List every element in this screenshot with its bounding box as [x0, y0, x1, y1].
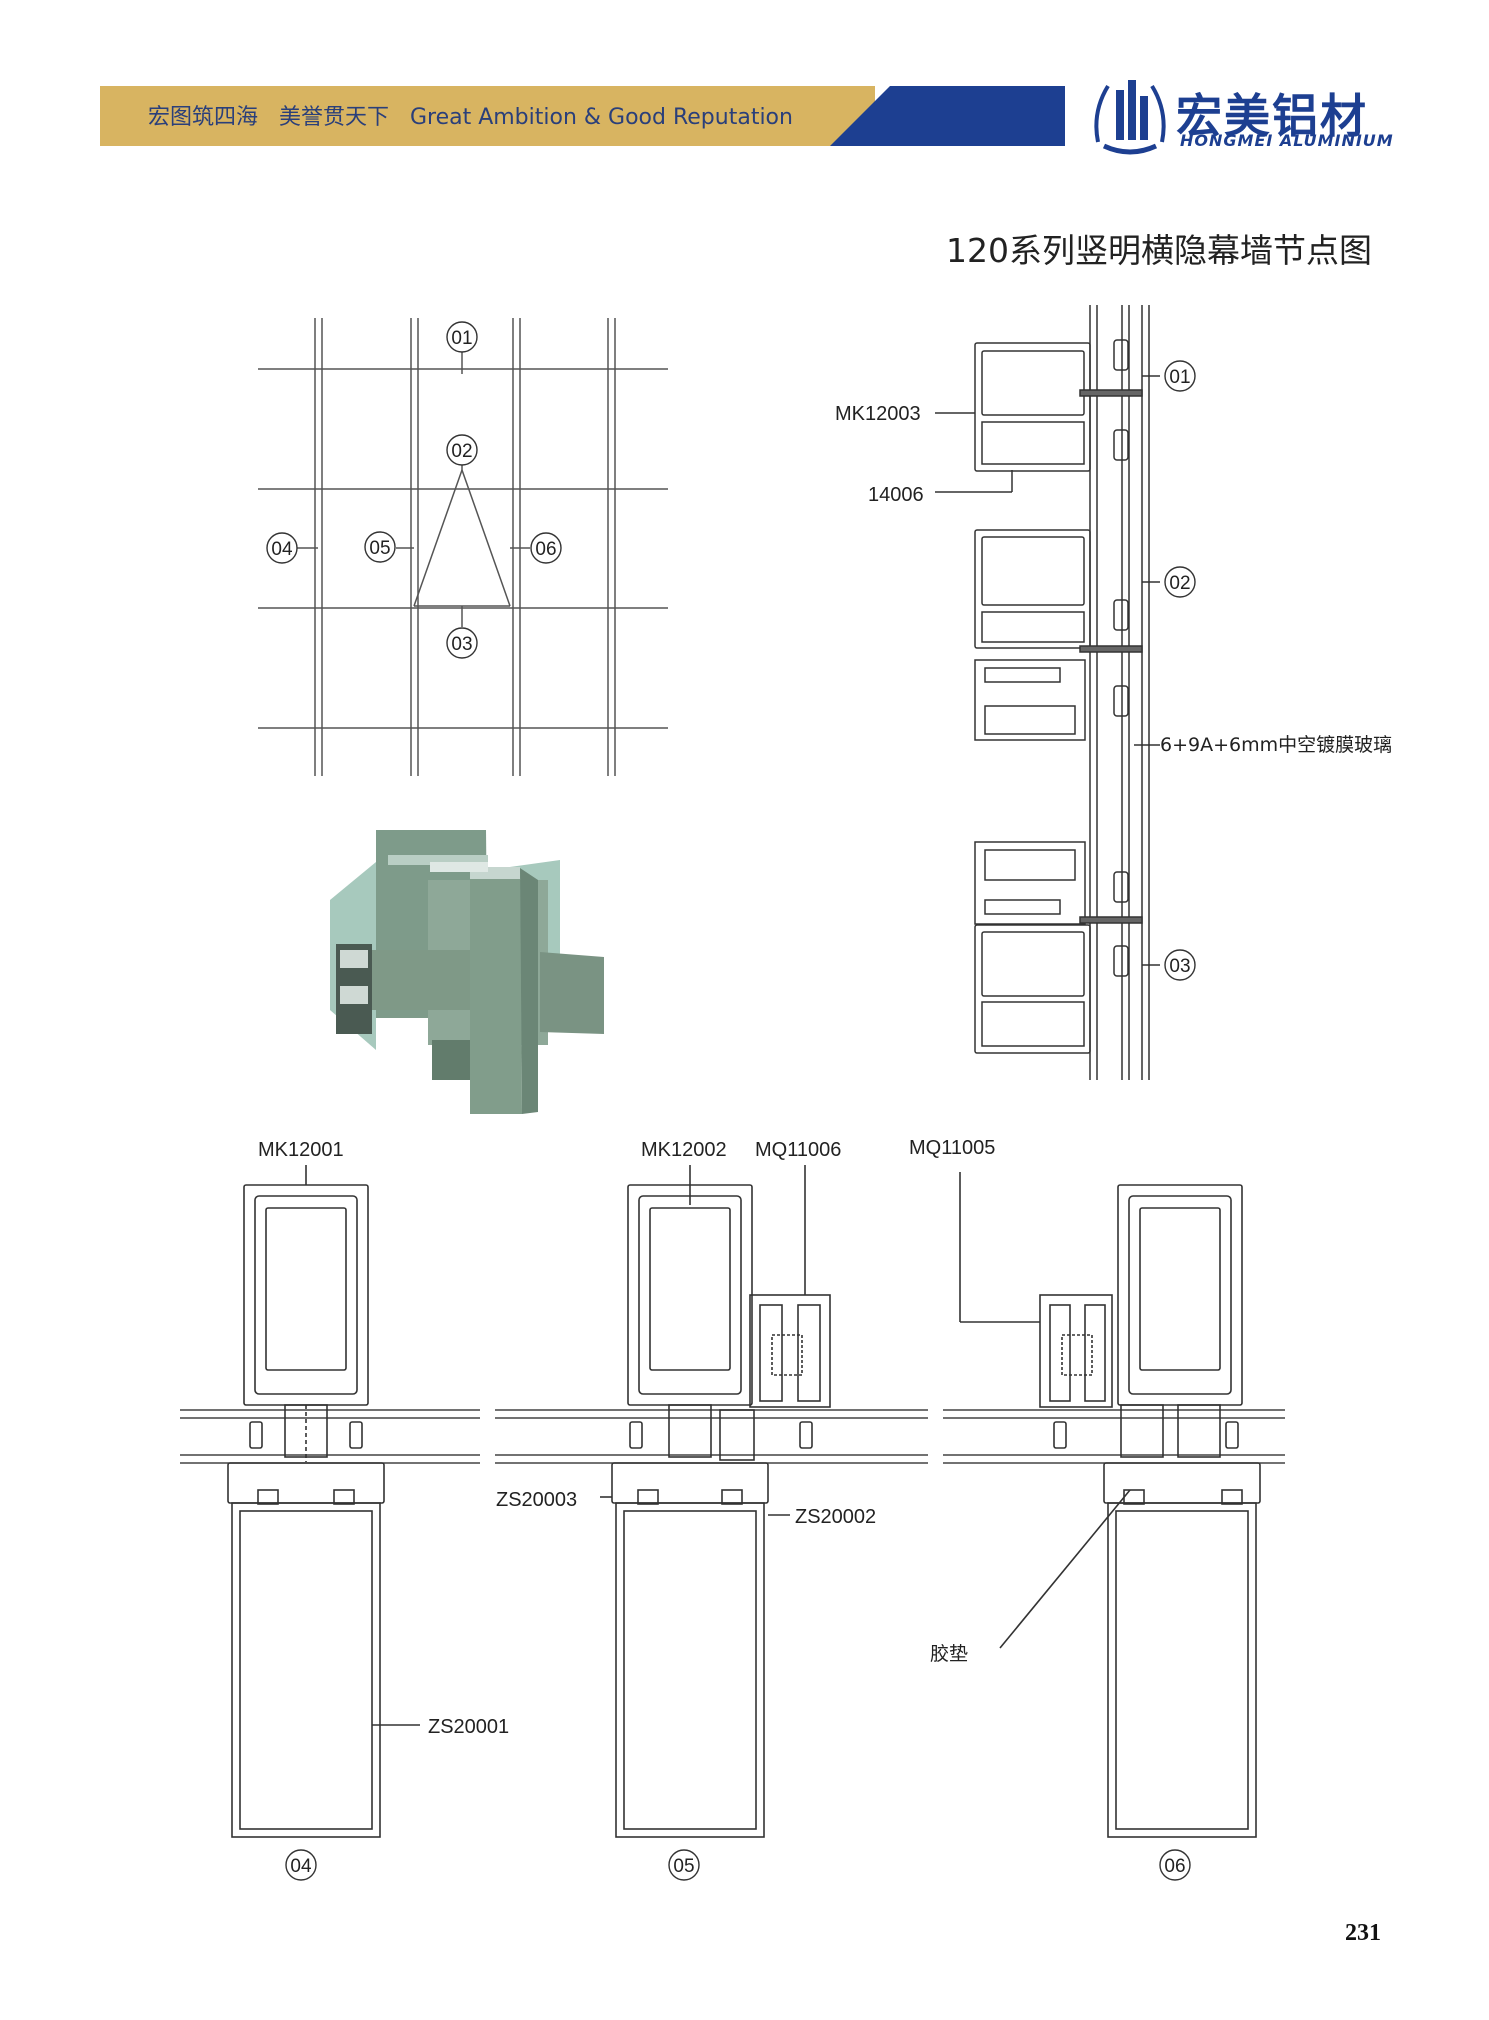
curtain-wall-3d-render	[330, 830, 604, 1114]
section-node-03: 03	[1169, 956, 1190, 977]
label-mk12003: MK12003	[835, 403, 921, 425]
label-mk12001: MK12001	[258, 1139, 344, 1161]
section-05	[600, 1165, 831, 1838]
elevation-grid	[258, 318, 668, 776]
section-node-06: 06	[1164, 1856, 1185, 1877]
header-band-gold	[100, 86, 875, 146]
node-label-01: 01	[451, 328, 472, 349]
node-label-06: 06	[535, 539, 556, 560]
section-node-04: 04	[290, 1856, 312, 1877]
label-mk12002: MK12002	[641, 1139, 727, 1161]
label-zs20002: ZS20002	[795, 1506, 876, 1528]
brand-name-cn: 宏美铝材	[1176, 89, 1368, 143]
node-label-05: 05	[369, 538, 390, 559]
label-glass: 6+9A+6mm中空镀膜玻璃	[1160, 734, 1392, 756]
hongmei-logo-icon	[1094, 80, 1166, 155]
page-number: 231	[1345, 1920, 1381, 1946]
section-06	[959, 1172, 1261, 1838]
horizontal-section-labels: MK12001 MK12002 MQ11006 MQ11005 ZS20003 …	[258, 1137, 1191, 1881]
header-slogan: 宏图筑四海 美誉贯天下 Great Ambition & Good Reputa…	[148, 105, 793, 130]
label-zs20003: ZS20003	[496, 1489, 577, 1511]
brand-name-en: HONGMEI ALUMINIUM	[1180, 131, 1394, 150]
page-title: 120系列竖明横隐幕墙节点图	[946, 231, 1372, 270]
label-14006: 14006	[868, 484, 924, 506]
section-04	[227, 1165, 420, 1838]
label-mq11006: MQ11006	[755, 1139, 841, 1161]
label-gasket: 胶垫	[930, 1643, 968, 1665]
vertical-section-labels: MK12003 14006 6+9A+6mm中空镀膜玻璃 01 02 03	[835, 360, 1392, 981]
label-mq11005: MQ11005	[909, 1137, 995, 1159]
vertical-section	[935, 305, 1160, 1080]
section-node-01: 01	[1169, 367, 1190, 388]
node-label-03: 03	[451, 634, 472, 655]
elevation-node-markers: 01 02 03 04 05 06	[266, 321, 562, 659]
node-label-04: 04	[271, 539, 293, 560]
horizontal-glass-band	[180, 1409, 1285, 1464]
node-label-02: 02	[451, 441, 472, 462]
section-node-02: 02	[1169, 573, 1190, 594]
section-node-05: 05	[673, 1856, 694, 1877]
label-zs20001: ZS20001	[428, 1716, 509, 1738]
